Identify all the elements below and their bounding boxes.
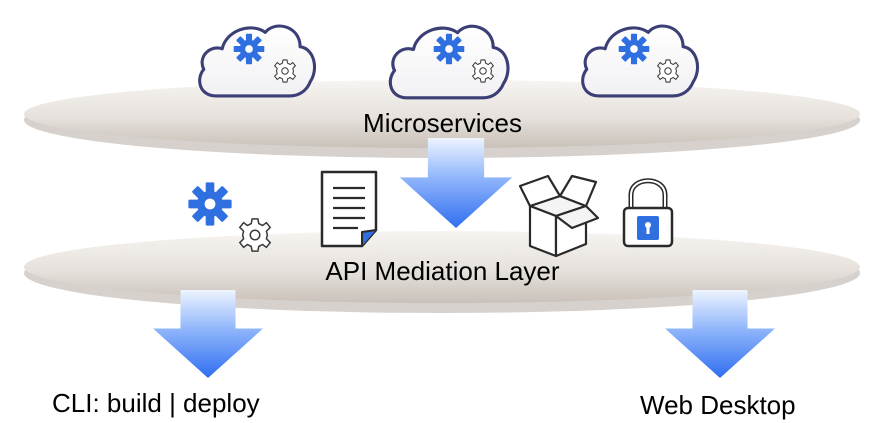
- cli-output-label: CLI: build | deploy: [52, 388, 260, 418]
- cloud-gear-icon: [198, 24, 317, 98]
- cloud-gear-icon: [388, 24, 510, 100]
- document-icon: [320, 170, 378, 248]
- cloud-gear-icon: [581, 24, 700, 98]
- api-mediation-layer-label: API Mediation Layer: [325, 256, 560, 286]
- open-box-icon: [518, 174, 600, 258]
- padlock-icon: [622, 178, 674, 248]
- microservices-label: Microservices: [363, 108, 522, 138]
- web-desktop-label: Web Desktop: [640, 390, 796, 420]
